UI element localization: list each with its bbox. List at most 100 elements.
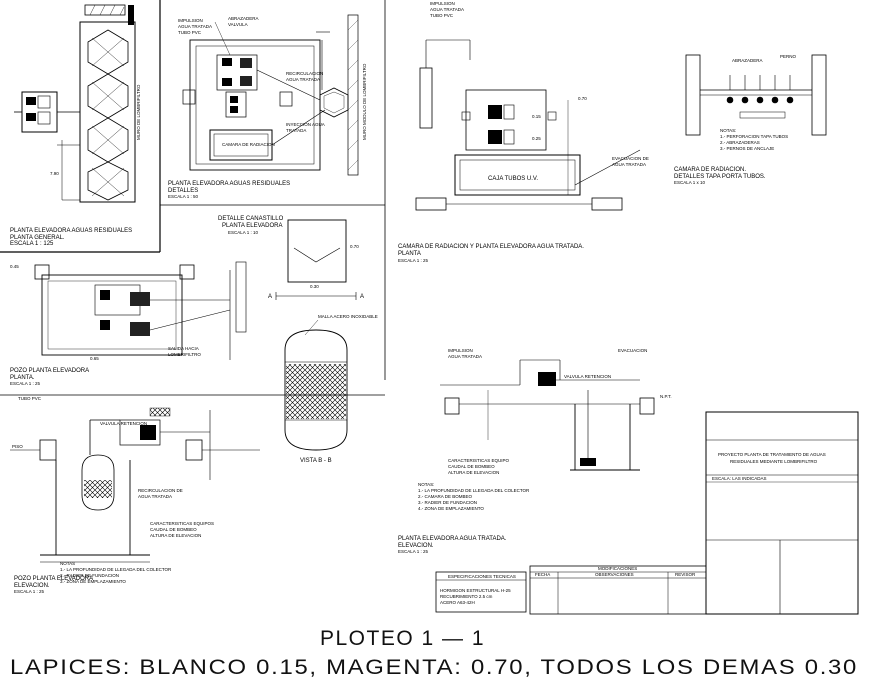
svg-text:CAUDAL DE BOMBEO: CAUDAL DE BOMBEO [448, 464, 495, 469]
svg-text:ABRAZADERA: ABRAZADERA [732, 58, 763, 63]
svg-text:LOMBRIFILTRO: LOMBRIFILTRO [168, 352, 201, 357]
title-canastillo-2: PLANTA ELEVADORA [222, 223, 282, 229]
scale-text: ESCALA: LAS INDICADAS [712, 476, 767, 481]
svg-text:AGUA TRATADA: AGUA TRATADA [286, 77, 320, 82]
svg-text:TUBO PVC: TUBO PVC [18, 396, 42, 401]
title-pozo-planta-1: POZO PLANTA ELEVADORA [10, 368, 89, 374]
svg-text:2.- RADIER DE FUNDACION: 2.- RADIER DE FUNDACION [60, 573, 119, 578]
panel-plan-details: CAMARA DE RADIACION MURO MODULO DE LOMBR… [160, 0, 386, 380]
title-agua-tratada-2: ELEVACION. [398, 543, 434, 549]
svg-text:IMPULSION: IMPULSION [448, 348, 473, 353]
svg-text:VALVULA RETENCION: VALVULA RETENCION [564, 374, 611, 379]
caja-tubos-label: CAJA TUBOS U.V. [488, 176, 538, 182]
vista-bb-title: VISTA B - B [300, 458, 332, 464]
title-camara-3: ESCALA 1 : 25 [398, 258, 429, 263]
svg-text:AGUA TRATADA: AGUA TRATADA [612, 162, 646, 167]
col-obs: OBSERVACIONES [595, 572, 634, 577]
svg-text:RECIRCULACION: RECIRCULACION [286, 71, 323, 76]
svg-text:NOTAS:: NOTAS: [720, 128, 736, 133]
svg-text:PERNO: PERNO [780, 54, 797, 59]
svg-text:RECUBRIMIENTO 2.5 cm: RECUBRIMIENTO 2.5 cm [440, 594, 493, 599]
svg-text:3.- ZONA DE EMPLAZAMIENTO: 3.- ZONA DE EMPLAZAMIENTO [60, 579, 126, 584]
dim-label-1: 0.30 [310, 284, 319, 289]
svg-text:4.- ZONA DE EMPLAZAMIENTO: 4.- ZONA DE EMPLAZAMIENTO [418, 506, 484, 511]
svg-text:CARACTERISTICAS EQUIPO: CARACTERISTICAS EQUIPO [448, 458, 510, 463]
section-a-left: A [268, 294, 272, 300]
svg-text:CAUDAL DE BOMBEO: CAUDAL DE BOMBEO [150, 527, 197, 532]
svg-text:3.- PERNOS DE ANCLAJE: 3.- PERNOS DE ANCLAJE [720, 146, 774, 151]
title-agua-tratada-3: ESCALA 1 : 25 [398, 549, 429, 554]
panel-pozo-elevacion: TUBO PVC VALVULA RETENCION PISO RECIRCUL… [10, 396, 260, 594]
notas-label-left: NOTAS [60, 561, 75, 566]
title-plan-details-3: ESCALA 1 : 50 [168, 194, 199, 199]
muro-modulo-label: MURO MODULO DE LOMBRIFILTRO [362, 63, 367, 140]
svg-text:1.- LA PROFUNDIDAD DE LLEGADA: 1.- LA PROFUNDIDAD DE LLEGADA DEL COLECT… [60, 567, 172, 572]
title-agua-tratada-1: PLANTA ELEVADORA AGUA TRATADA. [398, 536, 507, 542]
dim-label-2: 0.70 [350, 244, 359, 249]
svg-text:EVACUACION DE: EVACUACION DE [612, 156, 649, 161]
title-pozo-elev-2: ELEVACION. [14, 583, 50, 589]
svg-text:CARACTERISTICAS EQUIPOS: CARACTERISTICAS EQUIPOS [150, 521, 214, 526]
lombrifiltro-modules [87, 29, 129, 201]
svg-text:1.- PERFORACION TAPA TUBOS: 1.- PERFORACION TAPA TUBOS [720, 134, 788, 139]
svg-text:TUBO PVC: TUBO PVC [430, 13, 454, 18]
title-tubos-3: ESCALA 1 x 10 [674, 180, 706, 185]
project-title: PROYECTO PLANTA DE TRATAMIENTO DE AGUAS … [718, 452, 827, 464]
svg-text:0.25: 0.25 [532, 136, 541, 141]
svg-text:NOTAS:: NOTAS: [418, 482, 434, 487]
svg-text:ABRAZADERA: ABRAZADERA [228, 16, 259, 21]
level-label-2: 0.65 [90, 356, 99, 361]
svg-text:TRATADA: TRATADA [286, 128, 306, 133]
svg-text:PISO: PISO [12, 444, 23, 449]
panel-tapa-tubos: ABRAZADERA PERNO NOTAS: 1.- PERFORACION … [674, 54, 827, 185]
title-plan-details-2: DETALLES [168, 188, 198, 194]
panel-plan-general: MURO DE LOMBRIFILTRO 7.90 PLANTA ELEVADO… [0, 0, 161, 253]
svg-text:2.- CAMARA DE BOMBEO: 2.- CAMARA DE BOMBEO [418, 494, 473, 499]
svg-text:INYECCION AGUA: INYECCION AGUA [286, 122, 325, 127]
col-revisor: REVISOR [675, 572, 696, 577]
title-plan-general-1: PLANTA ELEVADORA AGUAS RESIDUALES [10, 228, 132, 234]
title-camara-2: PLANTA [398, 251, 421, 257]
svg-text:0.15: 0.15 [532, 114, 541, 119]
col-fecha: FECHA [535, 572, 550, 577]
title-camara-1: CAMARA DE RADIACION Y PLANTA ELEVADORA A… [398, 244, 584, 250]
muro-label: MURO DE LOMBRIFILTRO [136, 84, 141, 140]
tubo-pvc-label: TUBO PVC [178, 30, 202, 35]
level-label-1: 0.45 [10, 264, 19, 269]
title-plan-general-2: PLANTA GENERAL. [10, 235, 65, 241]
svg-text:1.- LA PROFUNDIDAD DE LLEGADA: 1.- LA PROFUNDIDAD DE LLEGADA DEL COLECT… [418, 488, 530, 493]
title-pozo-planta-2: PLANTA. [10, 375, 35, 381]
footer: PLOTEO 1 — 1 LAPICES: BLANCO 0.15, MAGEN… [10, 627, 858, 677]
svg-text:VALVULA RETENCION: VALVULA RETENCION [100, 421, 147, 426]
specs-header: ESPECIFICACIONES TECNICAS [448, 574, 516, 579]
ploteo-text: PLOTEO 1 — 1 [320, 627, 485, 650]
svg-text:N.P.T.: N.P.T. [660, 394, 672, 399]
title-pozo-elev-1: POZO PLANTA ELEVADORA [14, 576, 93, 582]
title-tubos-2: DETALLES TAPA PORTA TUBOS. [674, 174, 766, 180]
title-plan-details-1: PLANTA ELEVADORA AGUAS RESIDUALES [168, 181, 290, 187]
camara-rad-label: CAMARA DE RADIACION [222, 142, 275, 147]
panel-vista-bb: MALLA ACERO INOXIDABLE VISTA B - B [284, 314, 378, 464]
svg-text:3.- RADIER DE FUNDACION: 3.- RADIER DE FUNDACION [418, 500, 477, 505]
title-pozo-elev-3: ESCALA 1 : 25 [14, 589, 45, 594]
svg-text:AGUA TRATADA: AGUA TRATADA [138, 494, 172, 499]
panel-canastillo: DETALLE CANASTILLO PLANTA ELEVADORA ESCA… [218, 216, 364, 300]
title-tubos-1: CAMARA DE RADIACION. [674, 167, 746, 173]
panel-agua-tratada-elev: IMPULSION AGUA TRATADA VALVULA RETENCION… [398, 348, 672, 554]
svg-text:ACERO A63-42H: ACERO A63-42H [440, 600, 475, 605]
filter-media-hatch [286, 364, 346, 419]
svg-text:AGUA TRATADA: AGUA TRATADA [430, 7, 464, 12]
svg-text:ALTURA DE ELEVACION: ALTURA DE ELEVACION [150, 533, 201, 538]
modif-header: MODIFICACIONES [598, 566, 637, 571]
lapices-text: LAPICES: BLANCO 0.15, MAGENTA: 0.70, TOD… [10, 656, 858, 677]
title-canastillo-1: DETALLE CANASTILLO [218, 216, 284, 222]
svg-text:RECIRCULACION DE: RECIRCULACION DE [138, 488, 183, 493]
svg-text:MALLA ACERO INOXIDABLE: MALLA ACERO INOXIDABLE [318, 314, 378, 319]
svg-text:7.90: 7.90 [50, 171, 59, 176]
svg-text:0.70: 0.70 [578, 96, 587, 101]
title-plan-general-3: ESCALA 1 : 125 [10, 241, 54, 247]
svg-text:VALVULA: VALVULA [228, 22, 248, 27]
impulsion-label: IMPULSION [178, 18, 203, 23]
svg-text:ALTURA DE ELEVACION: ALTURA DE ELEVACION [448, 470, 499, 475]
